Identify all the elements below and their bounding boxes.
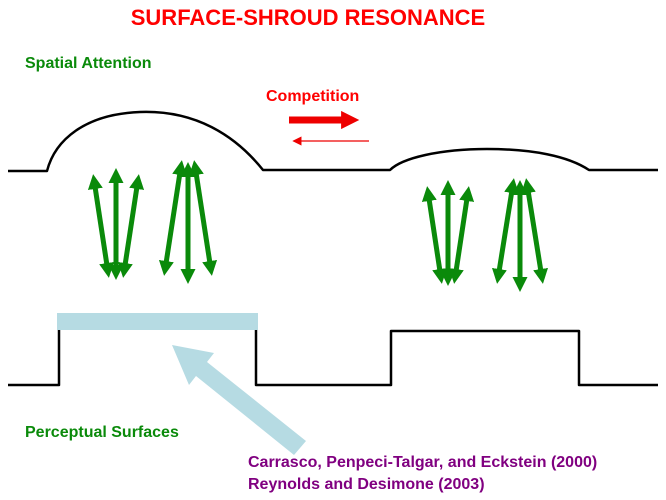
perceptual-surface-contour [8,316,658,387]
attention-resonance-arrow [421,186,448,284]
attention-shroud-contour [8,110,658,173]
spatial-attention-label: Spatial Attention [25,55,152,72]
page-title: SURFACE-SHROUD RESONANCE [130,5,486,30]
attention-resonance-arrow [521,178,548,284]
perceptual-surfaces-label: Perceptual Surfaces [25,424,179,441]
surface-pointer-arrow [172,345,306,455]
attention-resonance-arrow [188,160,218,276]
attention-resonance-arrow [448,186,475,284]
citation-line: Reynolds and Desimone (2003) [248,476,485,493]
attention-resonance-arrow [158,160,188,276]
competition-label: Competition [266,88,360,105]
attention-resonance-arrow [117,174,145,278]
citations-block: Carrasco, Penpeci-Talgar, and Eckstein (… [248,452,597,496]
attention-resonance-arrow [492,178,519,284]
resonance-arrows-left-dome [87,160,218,284]
attention-resonance-arrow [87,174,115,278]
citation-line: Carrasco, Penpeci-Talgar, and Eckstein (… [248,454,598,471]
resonance-arrows-right-dome [421,178,548,292]
attended-surface-highlight-band [57,313,258,330]
